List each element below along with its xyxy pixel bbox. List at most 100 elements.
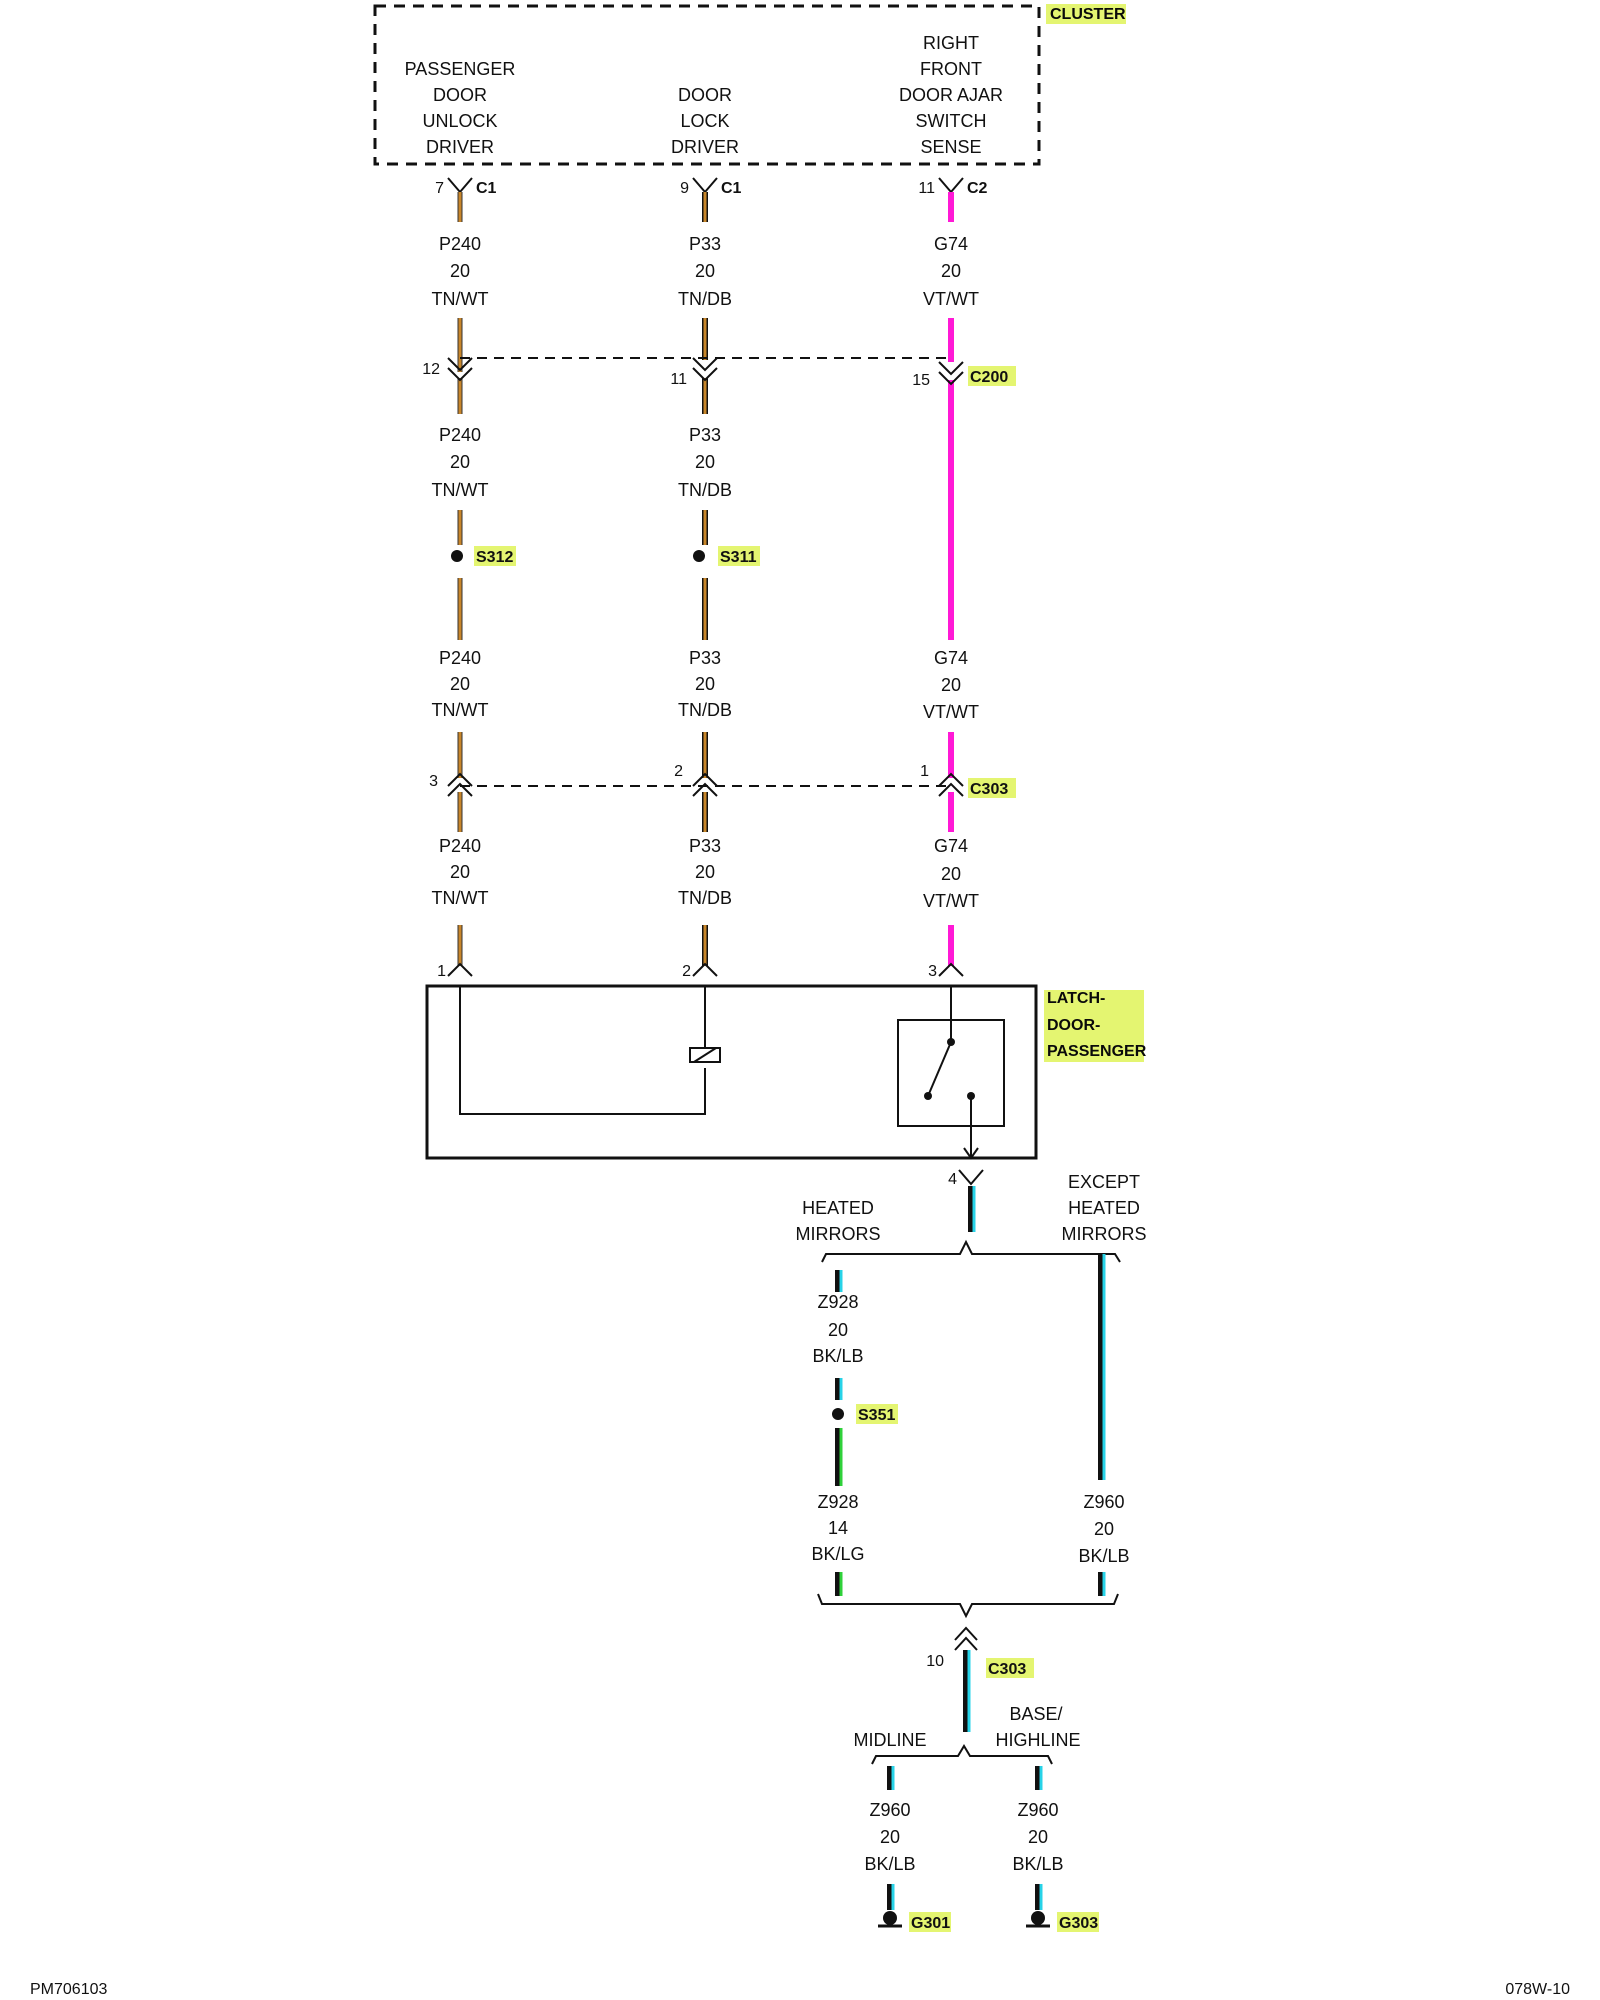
- svg-text:SWITCH: SWITCH: [916, 111, 987, 131]
- latch-pin-4: 4: [948, 1169, 984, 1232]
- svg-text:SENSE: SENSE: [920, 137, 981, 157]
- svg-text:20: 20: [828, 1320, 848, 1340]
- wire-label-p240-2: P240 20 TN/WT: [432, 425, 489, 500]
- svg-text:4: 4: [948, 1171, 957, 1188]
- svg-text:DOOR AJAR: DOOR AJAR: [899, 85, 1003, 105]
- branch-brace-heated: HEATED MIRRORS EXCEPT HEATED MIRRORS: [796, 1172, 1147, 1263]
- cluster-func-passenger-unlock: PASSENGER DOOR UNLOCK DRIVER: [405, 59, 516, 157]
- svg-text:20: 20: [695, 674, 715, 694]
- svg-text:C1: C1: [476, 180, 497, 197]
- svg-text:20: 20: [695, 862, 715, 882]
- svg-text:P33: P33: [689, 234, 721, 254]
- svg-text:PASSENGER: PASSENGER: [1047, 1043, 1147, 1060]
- svg-text:20: 20: [941, 261, 961, 281]
- svg-text:TN/DB: TN/DB: [678, 289, 732, 309]
- svg-text:UNLOCK: UNLOCK: [422, 111, 497, 131]
- cluster-func-door-lock: DOOR LOCK DRIVER: [671, 85, 739, 157]
- svg-text:P33: P33: [689, 836, 721, 856]
- cluster-label: CLUSTER: [1050, 6, 1126, 23]
- svg-text:20: 20: [695, 261, 715, 281]
- merge-brace: [817, 1593, 1119, 1619]
- svg-text:G303: G303: [1059, 1915, 1098, 1932]
- svg-text:VT/WT: VT/WT: [923, 289, 979, 309]
- connector-c200: 12 11 15 C200: [422, 357, 1016, 389]
- svg-text:DRIVER: DRIVER: [671, 137, 739, 157]
- svg-text:C2: C2: [967, 180, 988, 197]
- wire-z960-midline: Z960 20 BK/LB: [864, 1766, 916, 1910]
- svg-text:20: 20: [450, 862, 470, 882]
- wire-label-p33-1: P33 20 TN/DB: [678, 234, 732, 309]
- svg-text:20: 20: [450, 452, 470, 472]
- cluster-func-door-ajar: RIGHT FRONT DOOR AJAR SWITCH SENSE: [899, 33, 1003, 157]
- svg-text:DOOR: DOOR: [678, 85, 732, 105]
- wire-z960-highline: Z960 20 BK/LB: [1012, 1766, 1064, 1910]
- svg-text:11: 11: [918, 180, 935, 197]
- splice-s311: S311: [693, 546, 760, 566]
- svg-text:G301: G301: [911, 1915, 950, 1932]
- svg-text:12: 12: [422, 361, 440, 378]
- svg-text:TN/DB: TN/DB: [678, 700, 732, 720]
- svg-text:20: 20: [941, 864, 961, 884]
- svg-text:15: 15: [912, 372, 930, 389]
- svg-text:MIRRORS: MIRRORS: [796, 1224, 881, 1244]
- svg-text:Z960: Z960: [869, 1800, 910, 1820]
- cluster-pin-9: 9 C1: [680, 177, 742, 197]
- svg-text:P240: P240: [439, 648, 481, 668]
- cluster-box: [373, 4, 1041, 166]
- svg-text:HIGHLINE: HIGHLINE: [995, 1730, 1080, 1750]
- svg-text:PASSENGER: PASSENGER: [405, 59, 516, 79]
- svg-text:BK/LB: BK/LB: [1078, 1546, 1129, 1566]
- svg-text:G74: G74: [934, 836, 968, 856]
- svg-text:C200: C200: [970, 369, 1008, 386]
- svg-text:20: 20: [450, 261, 470, 281]
- splice-s312: S312: [451, 546, 516, 566]
- ground-icon: [1031, 1911, 1045, 1925]
- wire-label-p33-2: P33 20 TN/DB: [678, 425, 732, 500]
- svg-text:TN/DB: TN/DB: [678, 480, 732, 500]
- svg-text:DRIVER: DRIVER: [426, 137, 494, 157]
- svg-text:C303: C303: [970, 781, 1008, 798]
- wire-label-g74-3: G74 20 VT/WT: [923, 648, 979, 722]
- wire-label-g74-4: G74 20 VT/WT: [923, 836, 979, 911]
- cluster-pin-7: 7 C1: [435, 177, 497, 197]
- svg-text:P240: P240: [439, 425, 481, 445]
- svg-text:Z960: Z960: [1083, 1492, 1124, 1512]
- wire-label-g74-1: G74 20 VT/WT: [923, 234, 979, 309]
- svg-text:BK/LB: BK/LB: [1012, 1854, 1063, 1874]
- wire-label-p33-4: P33 20 TN/DB: [678, 836, 732, 908]
- svg-text:TN/WT: TN/WT: [432, 700, 489, 720]
- svg-text:LOCK: LOCK: [680, 111, 729, 131]
- svg-text:MIDLINE: MIDLINE: [853, 1730, 926, 1750]
- svg-text:11: 11: [670, 371, 687, 388]
- svg-text:TN/WT: TN/WT: [432, 888, 489, 908]
- svg-text:20: 20: [695, 452, 715, 472]
- svg-text:LATCH-: LATCH-: [1047, 990, 1105, 1007]
- svg-text:20: 20: [450, 674, 470, 694]
- svg-text:G74: G74: [934, 648, 968, 668]
- wire-label-p240-1: P240 20 TN/WT: [432, 234, 489, 309]
- wire-label-p33-3: P33 20 TN/DB: [678, 648, 732, 720]
- svg-text:G74: G74: [934, 234, 968, 254]
- svg-text:HEATED: HEATED: [802, 1198, 874, 1218]
- svg-text:P240: P240: [439, 234, 481, 254]
- svg-text:DOOR-: DOOR-: [1047, 1017, 1100, 1034]
- ground-g301: G301: [878, 1911, 951, 1932]
- svg-text:VT/WT: VT/WT: [923, 891, 979, 911]
- svg-text:C303: C303: [988, 1661, 1026, 1678]
- svg-text:14: 14: [828, 1518, 848, 1538]
- wire-z928: Z928 20 BK/LB Z928 14 BK/LG: [811, 1270, 865, 1596]
- svg-text:P33: P33: [689, 425, 721, 445]
- svg-text:BK/LB: BK/LB: [812, 1346, 863, 1366]
- svg-text:EXCEPT: EXCEPT: [1068, 1172, 1140, 1192]
- branch-brace-midline: MIDLINE BASE/ HIGHLINE: [853, 1704, 1081, 1765]
- svg-text:Z928: Z928: [817, 1292, 858, 1312]
- wire-z960-except: Z960 20 BK/LB: [1078, 1254, 1130, 1596]
- svg-text:20: 20: [941, 675, 961, 695]
- svg-text:HEATED: HEATED: [1068, 1198, 1140, 1218]
- svg-text:BASE/: BASE/: [1009, 1704, 1062, 1724]
- svg-text:20: 20: [1028, 1827, 1048, 1847]
- svg-text:1: 1: [437, 963, 446, 980]
- svg-text:9: 9: [680, 180, 689, 197]
- svg-text:S312: S312: [476, 549, 513, 566]
- wire-label-p240-4: P240 20 TN/WT: [432, 836, 489, 908]
